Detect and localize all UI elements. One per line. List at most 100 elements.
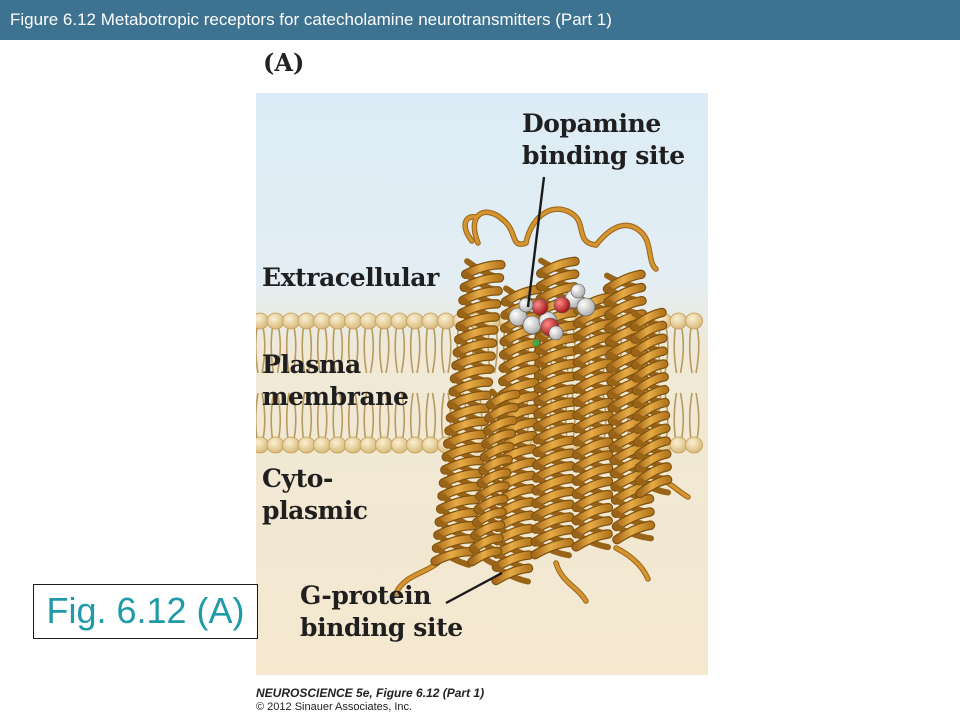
helix-turn-front [492,564,532,584]
helix-turn-front [573,346,614,367]
lipid-head [313,436,331,454]
helix-turn-front [630,309,666,330]
lipid-tail [270,326,282,374]
helix-turn-front [499,352,540,372]
lipid-tail [673,392,685,440]
label-extracellular: Extracellular [262,263,439,292]
helix-turn-front [605,297,646,319]
lipid-head [421,436,440,454]
lipid-head [266,436,285,454]
lipid-tail [347,392,359,440]
helix-turn-front [502,286,542,306]
dopamine-molecule [508,283,596,347]
panel-label: (A) [263,48,305,77]
helix-turn-front [459,287,502,304]
lipid-head [375,312,393,330]
label-cytoplasmic: Cyto- plasmic [262,463,368,527]
helix-turn-front [635,450,671,472]
helix-turn-front [613,521,654,544]
credit-source: NEUROSCIENCE 5e, Figure 6.12 (Part 1) [256,686,485,700]
label-line: binding site [522,141,685,170]
helix-turn-front [574,319,614,340]
helix-turn-front [532,487,574,508]
hydrogen-atom [518,297,534,313]
helix-turn-front [445,417,488,435]
helix-turn-front [534,372,577,392]
helix-turn-front [632,360,668,382]
alpha-helix [629,307,673,499]
helix-turn-front [612,495,653,517]
label-dopamine-binding-site: Dopamine binding site [522,108,685,172]
label-line: plasmic [262,496,368,525]
helix-turn-front [446,404,490,422]
helix-turn-front [448,391,491,409]
helix-turn-front [537,257,579,277]
lipid-tail [394,392,406,440]
lipid-tail [688,392,700,440]
label-pointers [445,176,546,605]
lipid-head [282,436,300,454]
helix-turn-front [431,548,474,565]
lipid-head [359,436,378,454]
helix-turn-front [572,517,612,538]
helix-turn-front [432,535,476,552]
label-g-protein-binding-site: G-protein binding site [300,580,463,644]
helix-turn-front [635,437,670,459]
helix-turn-front [468,547,501,566]
lipid-head [669,312,688,330]
helix-turn-front [634,411,669,433]
lipid-tail [256,326,266,374]
helix-turn-front [455,326,498,343]
helix-turn-front [438,483,481,500]
helix-turn-front [462,261,505,278]
helix-turn-front [532,475,575,495]
helix-turn-front [532,500,574,520]
helix-turn-front [456,313,499,330]
oxygen-atom [553,296,571,314]
helix-turn-front [533,449,575,469]
pointer-g-protein [445,571,503,605]
lipid-head [685,436,703,454]
lipid-tail [347,326,359,374]
helix-turn-front [636,476,672,497]
lipid-tail [425,326,437,374]
lipid-tail [270,392,282,440]
helix-turn-front [441,456,484,474]
lipid-head [375,436,393,454]
label-line: G-protein [300,581,432,610]
alpha-helix [430,258,506,568]
lipid-head [282,312,300,330]
hydrogen-atom [570,283,586,299]
label-line: Plasma [262,350,361,379]
label-line: Dopamine [522,109,661,138]
helix-turn-front [634,424,670,446]
helix-turn-front [631,334,667,356]
helix-turn-front [535,334,577,354]
helix-turn-front [492,551,533,571]
helix-turn-front [573,438,613,459]
helix-turn-front [451,365,494,383]
helix-turn-front [534,398,576,418]
lipid-head [344,436,362,454]
lipid-tail [285,392,297,440]
helix-turn-front [535,347,577,367]
lipid-tail [285,326,297,374]
hydrogen-atom [576,297,596,317]
figure-credit: NEUROSCIENCE 5e, Figure 6.12 (Part 1) © … [256,686,484,715]
lipid-tail [256,392,266,440]
protein-loop [594,223,658,271]
helix-turn-front [439,469,483,487]
lipid-tail [394,326,406,374]
helix-turn-front [573,425,613,446]
helix-turn-front [633,373,668,395]
helix-turn-front [631,321,666,343]
helix-turn-front [534,411,576,431]
alpha-helix [467,388,521,568]
helix-turn-front [604,284,645,306]
helix-turn-front [533,424,576,444]
lipid-tail [332,392,344,440]
slide-title: Figure 6.12 Metabotropic receptors for c… [0,0,960,40]
label-line: Cyto- [262,464,334,493]
helix-turn-front [442,443,485,461]
lipid-tail [688,326,700,374]
